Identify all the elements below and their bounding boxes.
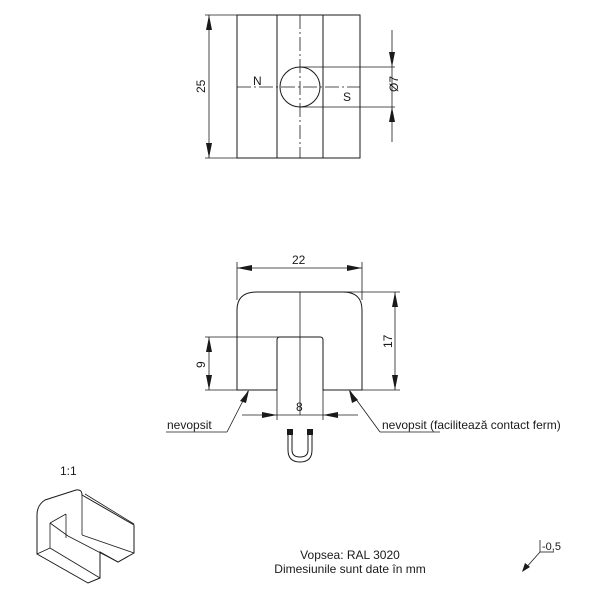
south-pole-label: S <box>343 90 351 104</box>
units-note: Dimesiunile sunt date în mm <box>274 562 426 576</box>
unpainted-right-label: nevopsit (facilitează contact ferm) <box>382 418 561 432</box>
notes-block: Vopsea: RAL 3020 Dimesiunile sunt date î… <box>250 548 450 576</box>
top-view: Ø7 25 N S <box>194 14 401 159</box>
isometric-view: 1:1 <box>36 464 135 584</box>
horseshoe-magnet-icon <box>287 429 313 463</box>
height-25-label: 25 <box>194 79 208 93</box>
hole-diameter-label: Ø7 <box>387 76 401 92</box>
height-17-label: 17 <box>381 334 395 348</box>
slot-depth-9-label: 9 <box>194 361 208 368</box>
paint-note: Vopsea: RAL 3020 <box>300 548 400 562</box>
north-pole-label: N <box>253 74 262 88</box>
slot-width-8-label: 8 <box>296 400 303 414</box>
tolerance-label: -0,5 <box>542 541 561 553</box>
tolerance-symbol: -0,5 <box>522 540 561 572</box>
scale-label: 1:1 <box>60 464 77 478</box>
width-22-label: 22 <box>292 253 306 267</box>
unpainted-left-label: nevopsit <box>167 418 212 432</box>
front-view: 22 17 9 8 nevopsit nevopsit (facilitează… <box>166 253 561 463</box>
